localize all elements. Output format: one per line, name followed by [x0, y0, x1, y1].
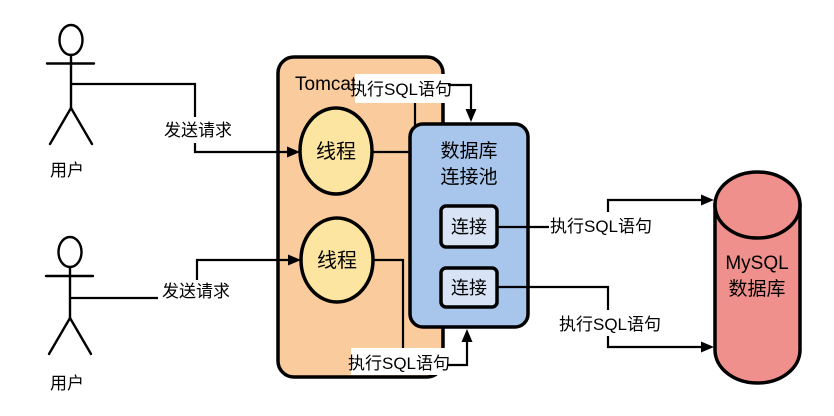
edge-user2-request: [70, 258, 288, 300]
thread-label-bottom: 线程: [317, 249, 357, 272]
mysql-database-node: MySQL 数据库: [713, 170, 802, 385]
label-text: 执行SQL语句: [348, 354, 450, 373]
label-text: 执行SQL语句: [550, 217, 652, 236]
thread-node-bottom: [299, 216, 375, 304]
label-text: 发送请求: [164, 121, 232, 140]
edge-label-sql-tomcat-bottom: 执行SQL语句: [348, 348, 450, 375]
cylinder-top: [713, 170, 802, 240]
label-background: [549, 212, 654, 238]
edge-label-sql-tomcat-top: 执行SQL语句: [350, 74, 452, 103]
edge-label-request-bottom: 发送请求: [158, 280, 235, 301]
arrowhead-into-thread1: [287, 146, 300, 158]
database-label-line2: 数据库: [728, 278, 785, 300]
pool-title-line1: 数据库: [440, 140, 497, 162]
arrowhead-into-pool-top: [465, 109, 477, 122]
label-background: [355, 74, 448, 103]
thread-node-top: [298, 106, 374, 196]
actor-user-bottom: 用户: [44, 235, 95, 393]
edge-label-sql-right-bottom: 执行SQL语句: [559, 310, 661, 336]
cylinder-body: [713, 203, 802, 385]
arrowhead-into-db-top: [701, 194, 714, 206]
pool-title-line2: 连接池: [440, 166, 497, 188]
label-background: [351, 348, 447, 375]
actor-leg-left: [47, 316, 72, 356]
actor-leg-right: [69, 106, 94, 146]
actor-leg-left: [48, 106, 73, 146]
edge-label-sql-right-top: 执行SQL语句: [549, 212, 654, 238]
actor-user-top: 用户: [45, 23, 96, 180]
thread-label-top: 线程: [316, 140, 356, 163]
edge-label-request-top: 发送请求: [162, 117, 235, 143]
label-background: [162, 117, 235, 143]
label-background: [559, 310, 660, 336]
arrowhead-into-thread2: [288, 254, 301, 266]
connection-label-top: 连接: [451, 217, 487, 237]
label-background: [158, 280, 235, 300]
database-label-line1: MySQL: [725, 253, 788, 274]
label-text: 执行SQL语句: [559, 315, 661, 334]
actor-leg-right: [68, 316, 93, 356]
connection-label-bottom: 连接: [451, 278, 487, 298]
label-text: 执行SQL语句: [350, 80, 452, 99]
tomcat-title: Tomcat: [295, 74, 357, 95]
arrowhead-into-pool-bottom: [461, 329, 473, 342]
label-text: 发送请求: [162, 282, 230, 301]
arrowhead-into-db-bottom: [701, 341, 714, 353]
actor-label-top: 用户: [50, 161, 84, 180]
actor-label-bottom: 用户: [50, 374, 84, 393]
